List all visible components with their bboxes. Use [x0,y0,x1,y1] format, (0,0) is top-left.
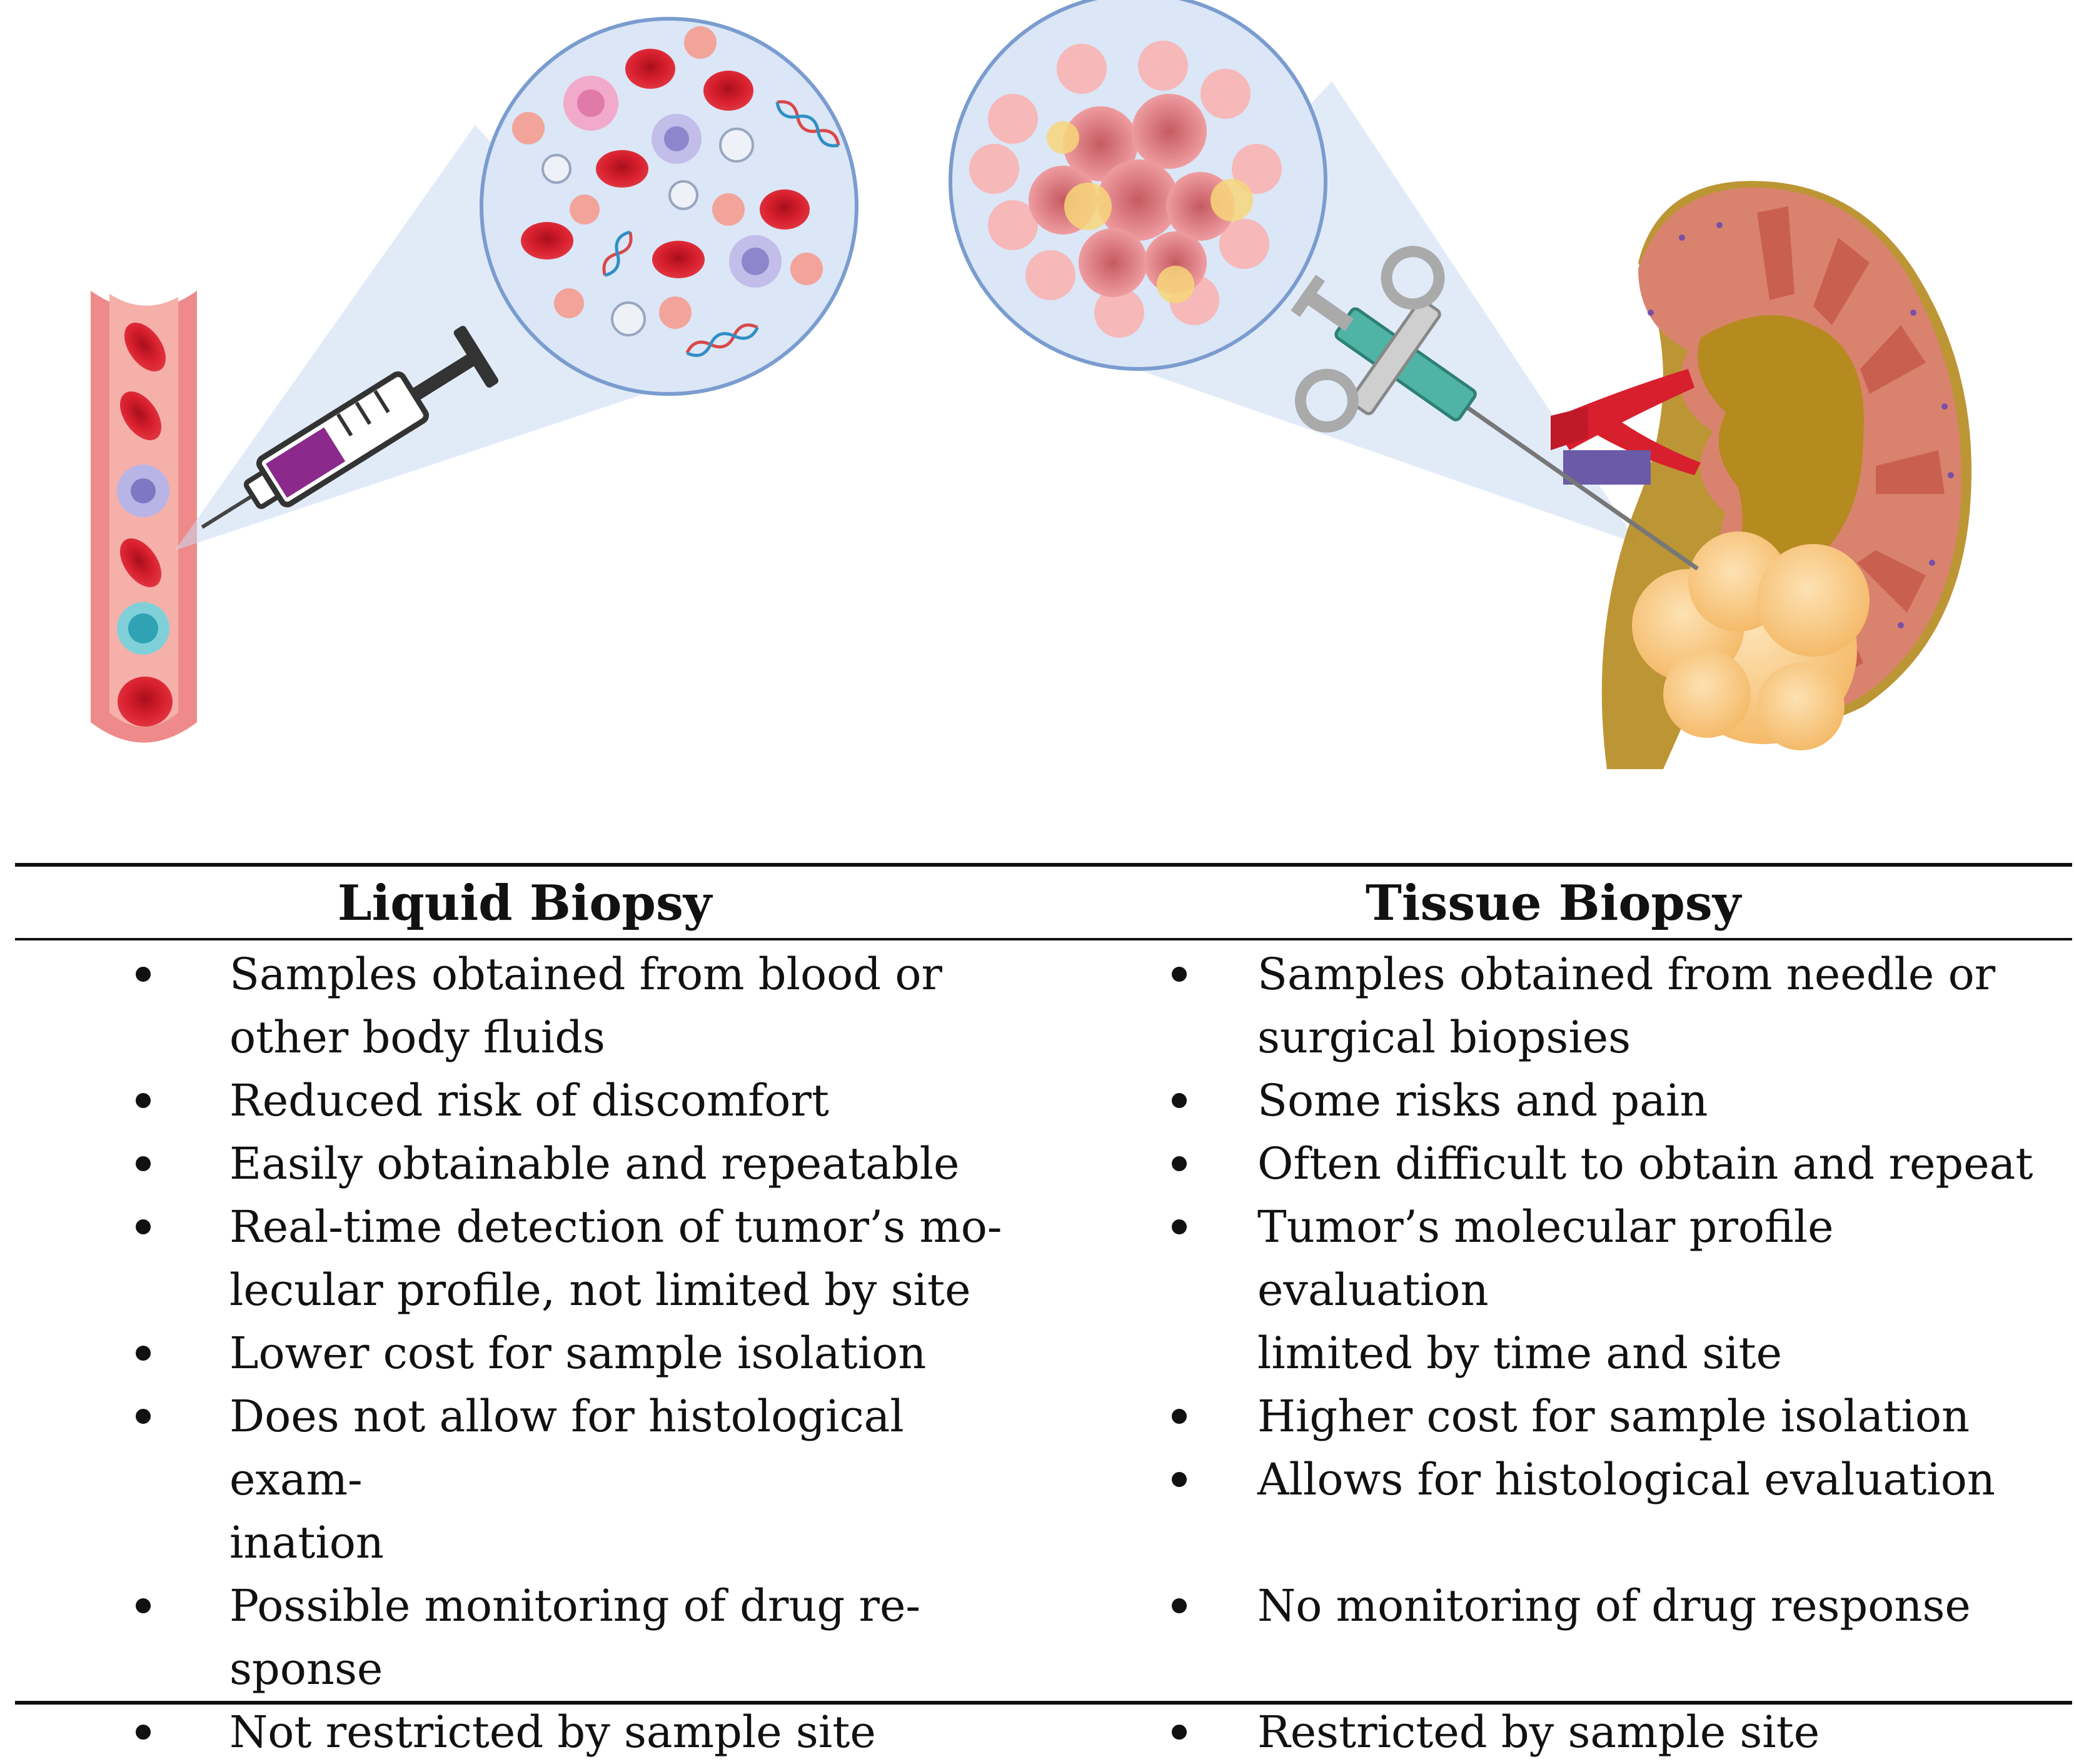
liquid-biopsy-item-line: other body fluids [229,1012,605,1063]
liquid-biopsy-list: Samples obtained from blood or other body… [15,943,1028,1764]
tissue-biopsy-item: Samples obtained from needle or surgical … [1040,943,2072,1069]
tissue-biopsy-item-line: Restricted by sample site [1257,1706,1820,1758]
bullet-icon [1172,1219,1187,1234]
bullet-icon [136,967,151,982]
tissue-biopsy-list: Samples obtained from needle or surgical … [1040,943,2072,1764]
bullet-icon [1172,1156,1187,1171]
tissue-biopsy-item-line: Often difficult to obtain and repeat [1257,1138,2033,1189]
syringe-icon [201,326,499,529]
tissue-biopsy-item-line: limited by time and site [1257,1328,1783,1379]
tumor-zoom-circle [949,0,1327,371]
kidney-icon [1551,181,1972,769]
blood-vessel-icon [91,291,197,743]
liquid-biopsy-item: Samples obtained from blood or other body… [15,943,1028,1069]
tissue-biopsy-item: Often difficult to obtain and repeat [1040,1132,2072,1196]
blood-zoom-circle [480,17,858,396]
bullet-icon [136,1409,151,1424]
tissue-biopsy-item-line: No monitoring of drug response [1257,1580,1971,1631]
bullet-icon [1172,1725,1187,1740]
tissue-biopsy-header: Tissue Biopsy [1365,875,1741,932]
bullet-icon [1172,1409,1187,1424]
liquid-biopsy-item-line: Not restricted by sample site [229,1706,876,1758]
liquid-biopsy-item-line: Possible monitoring of drug re- [229,1580,921,1631]
liquid-biopsy-item: Real-time detection of tumor’s mo-lecula… [15,1196,1028,1322]
bullet-icon [136,1156,151,1171]
bullet-icon [136,1725,151,1740]
tissue-biopsy-item-line: Some risks and pain [1257,1075,1708,1126]
tissue-biopsy-item-line: Higher cost for sample isolation [1257,1391,1970,1442]
bullet-icon [1172,967,1187,982]
liquid-biopsy-item: Easily obtainable and repeatable [15,1132,1028,1196]
liquid-biopsy-item-line: ination [229,1517,384,1568]
liquid-biopsy-item-line: Real-time detection of tumor’s mo- [229,1201,1002,1252]
liquid-biopsy-item-line: Lower cost for sample isolation [229,1328,927,1379]
tissue-biopsy-item-line: surgical biopsies [1257,1012,1631,1063]
biopsy-needle-icon [1291,246,1699,571]
liquid-biopsy-item-line: sponse [229,1643,383,1695]
table-header-rule [15,938,2072,940]
bullet-icon [136,1093,151,1108]
tissue-biopsy-item: Tumor’s molecular profile evaluation limi… [1040,1196,2072,1385]
tissue-biopsy-item-line: Tumor’s molecular profile evaluation [1257,1201,1834,1316]
tissue-biopsy-item: Some risks and pain [1040,1069,2072,1132]
bullet-icon [136,1598,151,1613]
tissue-biopsy-item-line: Samples obtained from needle or [1257,949,1996,1000]
liquid-biopsy-item-line: Easily obtainable and repeatable [229,1138,960,1189]
bullet-icon [1172,1598,1187,1613]
bullet-icon [136,1346,151,1361]
tissue-biopsy-item-line [1257,1511,2072,1575]
liquid-biopsy-item: Not restricted by sample site [15,1701,1028,1764]
tissue-biopsy-item-line: Allows for histological evaluation [1257,1454,1995,1505]
tissue-biopsy-item-line [1257,1638,2072,1701]
tissue-biopsy-item: No monitoring of drug response [1040,1575,2072,1701]
tissue-biopsy-item: Higher cost for sample isolation [1040,1385,2072,1448]
liquid-biopsy-header: Liquid Biopsy [337,875,712,932]
liquid-biopsy-item-line: Samples obtained from blood or [229,949,942,1000]
table-top-rule [15,863,2072,867]
liquid-biopsy-item: Reduced risk of discomfort [15,1069,1028,1132]
liquid-biopsy-item: Possible monitoring of drug re-sponse [15,1575,1028,1701]
liquid-biopsy-item: Does not allow for histological exam-ina… [15,1385,1028,1575]
liquid-biopsy-item-line: lecular profile, not limited by site [229,1264,971,1316]
liquid-biopsy-item: Lower cost for sample isolation [15,1322,1028,1385]
tissue-biopsy-item: Restricted by sample site [1040,1701,2072,1764]
liquid-biopsy-item-line: Does not allow for histological exam- [229,1391,904,1505]
tissue-biopsy-item: Allows for histological evaluation [1040,1448,2072,1575]
bullet-icon [1172,1472,1187,1487]
bullet-icon [1172,1093,1187,1108]
table-bottom-rule [15,1701,2072,1705]
liquid-biopsy-item-line: Reduced risk of discomfort [229,1075,829,1126]
bullet-icon [136,1219,151,1234]
biopsy-illustration [0,0,2074,813]
illustration-svg [91,0,1972,769]
